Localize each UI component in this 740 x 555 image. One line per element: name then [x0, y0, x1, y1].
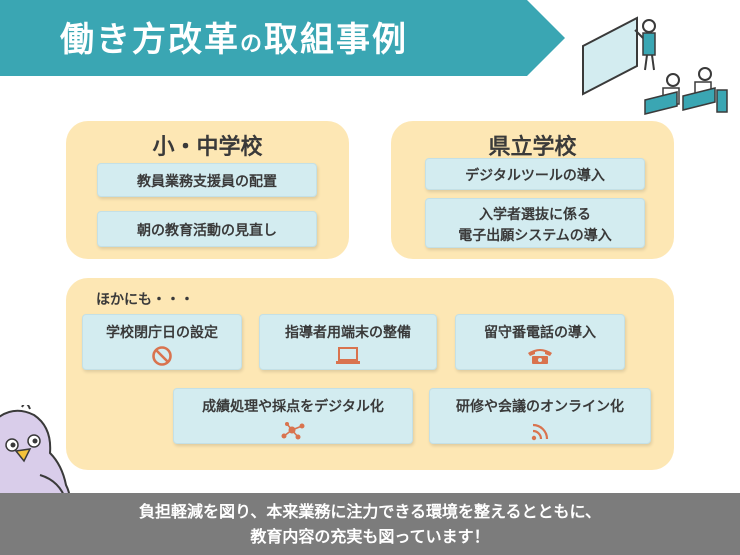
item-answering-machine: 留守番電話の導入 [455, 314, 625, 370]
item-label: 朝の教育活動の見直し [137, 223, 277, 239]
item-digital-tools: デジタルツールの導入 [425, 158, 645, 190]
item-label-line1: 入学者選抜に係る [479, 207, 591, 223]
wifi-icon [531, 423, 549, 441]
item-school-closure-days: 学校閉庁日の設定 [82, 314, 242, 370]
item-label: 教員業務支援員の配置 [137, 174, 277, 190]
item-label: 研修や会議のオンライン化 [456, 399, 624, 415]
item-label: 学校閉庁日の設定 [106, 325, 218, 341]
item-teacher-devices: 指導者用端末の整備 [259, 314, 437, 370]
footer-line2: 教育内容の充実も図っています！ [250, 527, 490, 546]
item-online-meetings: 研修や会議のオンライン化 [429, 388, 651, 444]
telephone-icon [528, 349, 552, 364]
laptop-icon [336, 347, 360, 364]
item-label: 留守番電話の導入 [484, 325, 596, 341]
others-label: ほかにも・・・ [96, 292, 194, 308]
item-label: 指導者用端末の整備 [285, 325, 411, 341]
prefectural-school-panel: 県立学校 デジタルツールの導入 入学者選抜に係る 電子出願システムの導入 [391, 121, 674, 259]
footer-line1: 負担軽減を図り、本来業務に注力できる環境を整えるとともに、 [138, 502, 602, 521]
network-icon [281, 422, 305, 440]
elementary-junior-high-panel: 小・中学校 教員業務支援員の配置 朝の教育活動の見直し [66, 121, 349, 259]
item-label: デジタルツールの導入 [465, 168, 605, 184]
item-morning-activities: 朝の教育活動の見直し [97, 211, 317, 247]
item-label: 成績処理や採点をデジタル化 [202, 399, 384, 415]
footer-message: 負担軽減を図り、本来業務に注力できる環境を整えるとともに、 教育内容の充実も図っ… [0, 493, 740, 555]
classroom-illustration-icon [582, 16, 728, 115]
panel-title-prefectural: 県立学校 [488, 135, 577, 160]
page-title: 働き方改革の取組事例 [60, 12, 408, 61]
title-part2: 取組事例 [264, 20, 409, 60]
title-part1: 働き方改革 [60, 20, 240, 60]
item-support-staff: 教員業務支援員の配置 [97, 163, 317, 197]
title-banner [0, 0, 565, 76]
item-digital-grading: 成績処理や採点をデジタル化 [173, 388, 413, 444]
title-particle: の [240, 32, 265, 57]
item-online-application: 入学者選抜に係る 電子出願システムの導入 [425, 198, 645, 248]
panel-title-elementary: 小・中学校 [152, 135, 263, 160]
bird-mascot-icon [0, 405, 71, 514]
item-label-line2: 電子出願システムの導入 [458, 228, 612, 244]
prohibited-icon [152, 346, 172, 366]
